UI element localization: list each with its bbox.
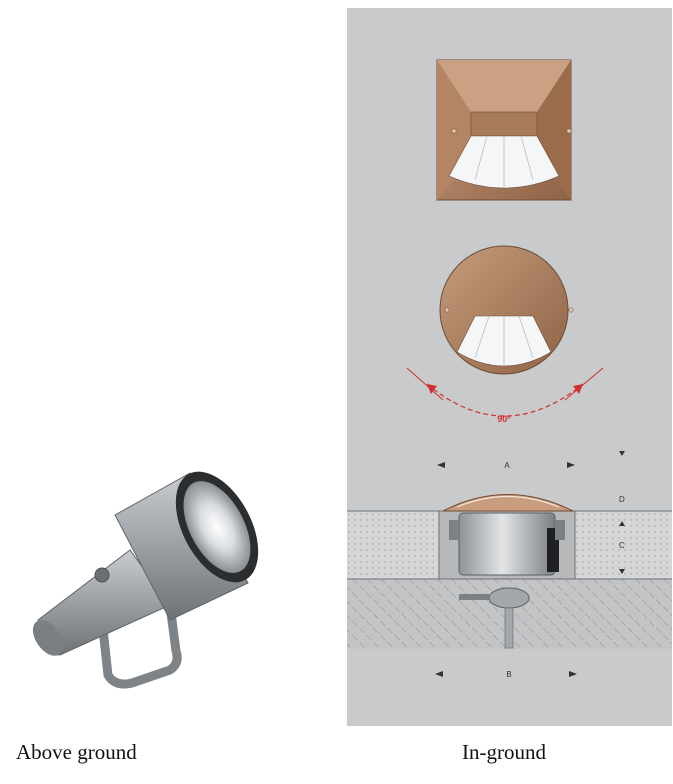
dimension-a-label: A <box>504 461 510 470</box>
above-ground-caption: Above ground <box>16 740 137 764</box>
round-cover-top-view <box>439 245 574 375</box>
dimension-c-label: C <box>619 541 625 550</box>
in-ground-drawing-panel: 90° A D <box>347 8 672 726</box>
dimension-d: D <box>619 451 625 519</box>
dimension-a: A <box>437 461 575 470</box>
beam-angle-marker: 90° <box>406 367 604 424</box>
ground-cross-section <box>347 494 672 649</box>
square-cover-top-view <box>436 59 572 201</box>
dimension-d-label: D <box>619 495 625 504</box>
above-ground-spotlight-illustration <box>20 455 270 695</box>
in-ground-caption: In-ground <box>462 740 546 764</box>
beam-angle-label: 90° <box>497 414 511 424</box>
dimension-b-label: B <box>506 670 511 679</box>
dimension-b: B <box>435 670 577 679</box>
dimension-c: C <box>619 521 625 574</box>
